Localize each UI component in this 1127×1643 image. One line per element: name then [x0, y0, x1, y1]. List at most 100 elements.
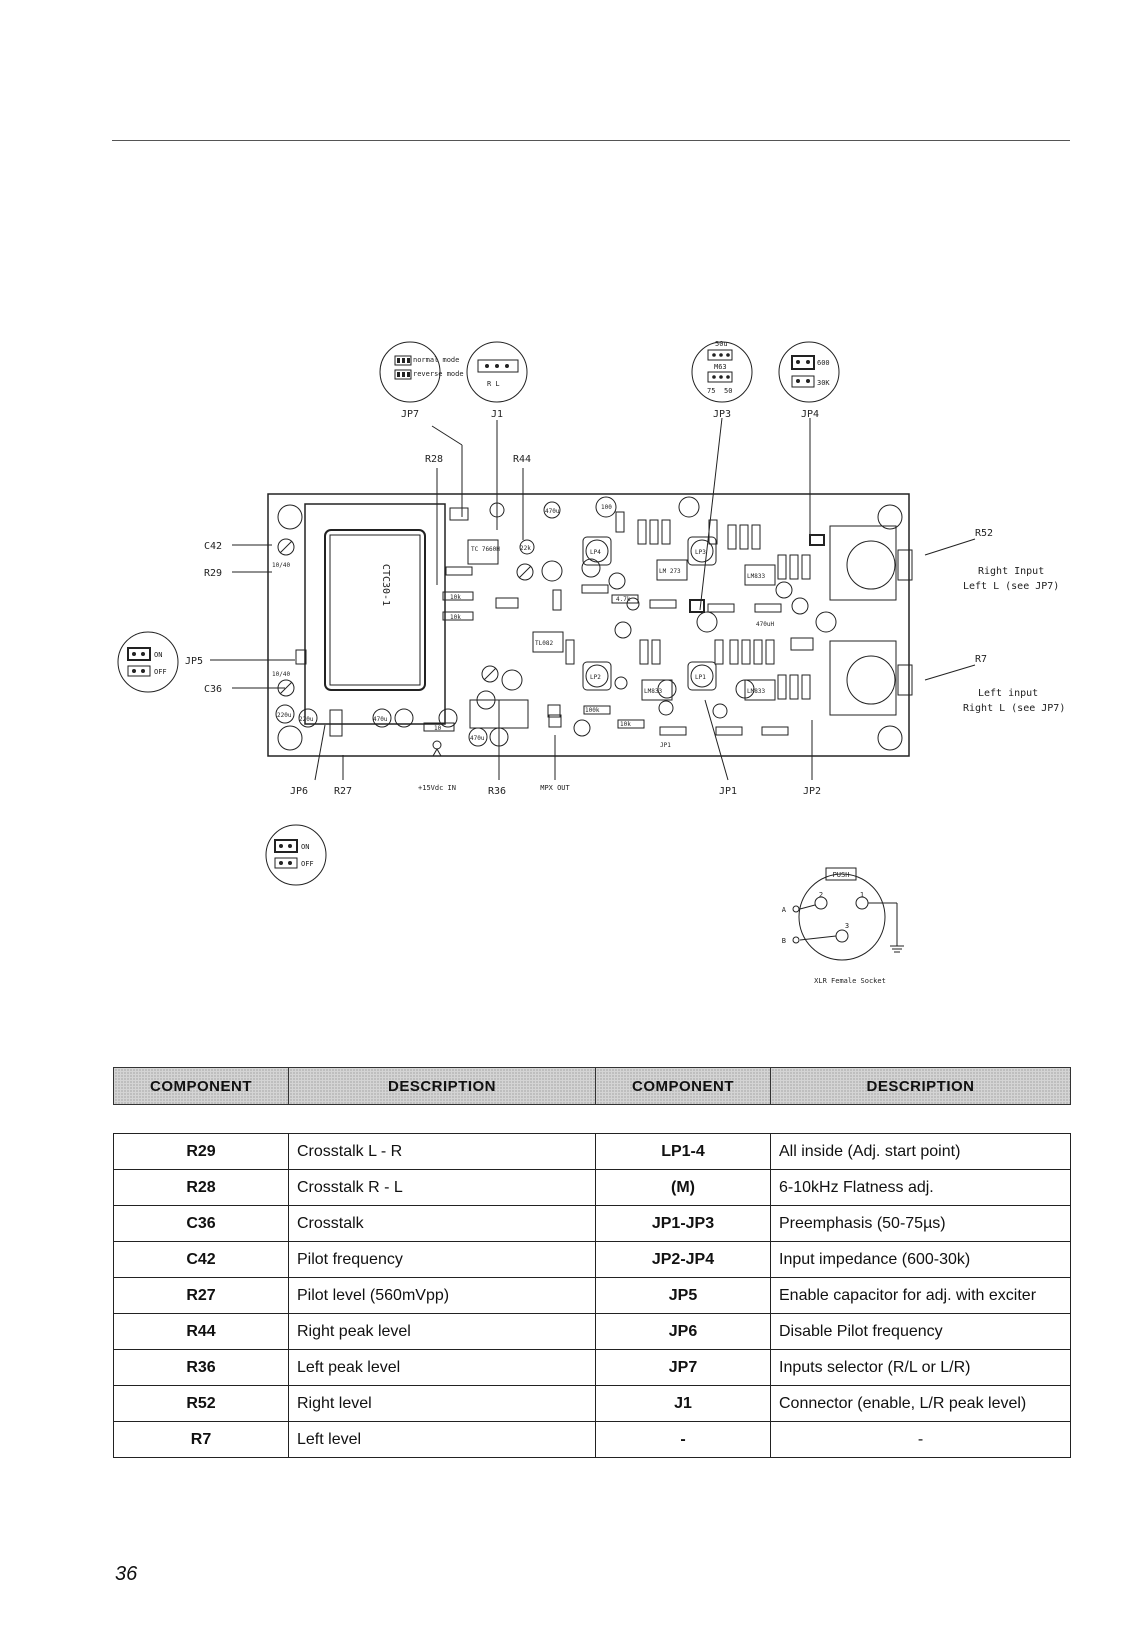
description-cell: All inside (Adj. start point): [770, 1133, 1071, 1170]
pcb-text: 22k: [520, 545, 531, 552]
mpx-output-label: MPX OUT: [540, 784, 570, 792]
description-cell: Input impedance (600-30k): [770, 1241, 1071, 1278]
pcb-text: 10/40: [272, 562, 290, 569]
xlr-socket-diagram: [792, 867, 904, 961]
pcb-text: 220u: [277, 712, 292, 719]
pcb-text: LM833: [747, 688, 765, 695]
pcb-text: LP2: [590, 674, 601, 681]
jp7-normal-label: normal mode: [413, 356, 459, 364]
xlr-push-label: PUSH: [833, 871, 850, 879]
pcb-text: 100k: [585, 707, 600, 714]
jp4-30k-label: 30K: [817, 379, 830, 387]
component-cell: JP1-JP3: [595, 1205, 771, 1242]
description-cell: 6-10kHz Flatness adj.: [770, 1169, 1071, 1206]
pcb-text: 10k: [620, 721, 631, 728]
callout-jp1: JP1: [719, 786, 737, 797]
callout-r44: R44: [513, 454, 531, 465]
description-cell: Right peak level: [288, 1313, 596, 1350]
pcb-text: LM 273: [659, 568, 681, 575]
component-cell: R36: [113, 1349, 289, 1386]
component-cell: C42: [113, 1241, 289, 1278]
description-cell: Crosstalk L - R: [288, 1133, 596, 1170]
header-component-2: COMPONENT: [595, 1067, 771, 1105]
callout-jp5: JP5: [185, 656, 203, 667]
callout-r36: R36: [488, 786, 506, 797]
table-row: R44 Right peak level JP6 Disable Pilot f…: [113, 1313, 1071, 1350]
callout-jp6: JP6: [290, 786, 308, 797]
table-row: C42 Pilot frequency JP2-JP4 Input impeda…: [113, 1241, 1071, 1278]
right-input-sub: Left L (see JP7): [963, 581, 1059, 592]
header-component-1: COMPONENT: [113, 1067, 289, 1105]
callout-jp3: JP3: [713, 409, 731, 420]
pcb-text: TC 7660H: [471, 546, 500, 553]
xlr-pin-3-label: 3: [845, 922, 849, 930]
jp5-off-label: OFF: [154, 668, 167, 676]
callout-r29: R29: [204, 568, 222, 579]
component-cell: R29: [113, 1133, 289, 1170]
table-row: R27 Pilot level (560mVpp) JP5 Enable cap…: [113, 1277, 1071, 1314]
callout-r28: R28: [425, 454, 443, 465]
callout-r27: R27: [334, 786, 352, 797]
component-cell: JP2-JP4: [595, 1241, 771, 1278]
description-cell: Crosstalk: [288, 1205, 596, 1242]
jp4-detail-circle: [778, 341, 840, 403]
pcb-text: LP3: [695, 549, 706, 556]
table-row: R36 Left peak level JP7 Inputs selector …: [113, 1349, 1071, 1386]
component-cell: JP6: [595, 1313, 771, 1350]
table-row: R7 Left level - -: [113, 1421, 1071, 1458]
component-table-header: COMPONENT DESCRIPTION COMPONENT DESCRIPT…: [113, 1067, 1071, 1105]
xlr-caption: XLR Female Socket: [814, 977, 886, 985]
pcb-text: 4.7k: [616, 596, 631, 603]
header-description-2: DESCRIPTION: [770, 1067, 1071, 1105]
table-row: C36 Crosstalk JP1-JP3 Preemphasis (50-75…: [113, 1205, 1071, 1242]
component-cell: R28: [113, 1169, 289, 1206]
pcb-text: 470uH: [756, 621, 774, 628]
component-cell: LP1-4: [595, 1133, 771, 1170]
pcb-text: 220u: [299, 716, 314, 723]
pcb-text: TL082: [535, 640, 553, 647]
description-cell: Disable Pilot frequency: [770, 1313, 1071, 1350]
callout-r52: R52: [975, 528, 993, 539]
description-cell: -: [770, 1421, 1071, 1458]
pcb-text: 10/40: [272, 671, 290, 678]
jp4-600-label: 600: [817, 359, 830, 367]
pcb-outline: [267, 493, 910, 757]
callout-jp7: JP7: [401, 409, 419, 420]
description-cell: Preemphasis (50-75µs): [770, 1205, 1071, 1242]
jp6-on-label: ON: [301, 843, 309, 851]
left-input-sub: Right L (see JP7): [963, 703, 1065, 714]
component-cell: (M): [595, 1169, 771, 1206]
description-cell: Left level: [288, 1421, 596, 1458]
table-row: R52 Right level J1 Connector (enable, L/…: [113, 1385, 1071, 1422]
pcb-text: LM833: [644, 688, 662, 695]
description-cell: Enable capacitor for adj. with exciter: [770, 1277, 1071, 1314]
callout-c42: C42: [204, 541, 222, 552]
pcb-text: 10: [434, 725, 442, 732]
xlr-pin-2-label: 2: [819, 891, 823, 899]
pcb-text: 470u: [545, 508, 560, 515]
component-cell: -: [595, 1421, 771, 1458]
pcb-text: 100: [601, 504, 612, 511]
description-cell: Left peak level: [288, 1349, 596, 1386]
description-cell: Pilot frequency: [288, 1241, 596, 1278]
power-input-label: +15Vdc IN: [418, 784, 456, 792]
component-cell: C36: [113, 1205, 289, 1242]
xlr-pin-a-label: A: [782, 906, 787, 914]
jp7-detail-circle: [379, 341, 441, 403]
callout-c36: C36: [204, 684, 222, 695]
jp5-detail-circle: [117, 631, 179, 693]
jp6-off-label: OFF: [301, 860, 314, 868]
jp6-detail-circle: [265, 824, 327, 886]
component-cell: R52: [113, 1385, 289, 1422]
description-cell: Crosstalk R - L: [288, 1169, 596, 1206]
pcb-text: LM833: [747, 573, 765, 580]
jp7-reverse-label: reverse mode: [413, 370, 464, 378]
header-description-1: DESCRIPTION: [288, 1067, 596, 1105]
component-cell: R27: [113, 1277, 289, 1314]
callout-r7: R7: [975, 654, 987, 665]
callout-jp2: JP2: [803, 786, 821, 797]
resistor-group: [423, 511, 811, 736]
jp3-detail-circle: [691, 341, 753, 403]
right-input-title: Right Input: [978, 566, 1044, 577]
pcb-layout-diagram: JP7 J1 JP3 JP4 R28 R44 C42 R29 JP5 C36 R…: [117, 340, 1065, 985]
